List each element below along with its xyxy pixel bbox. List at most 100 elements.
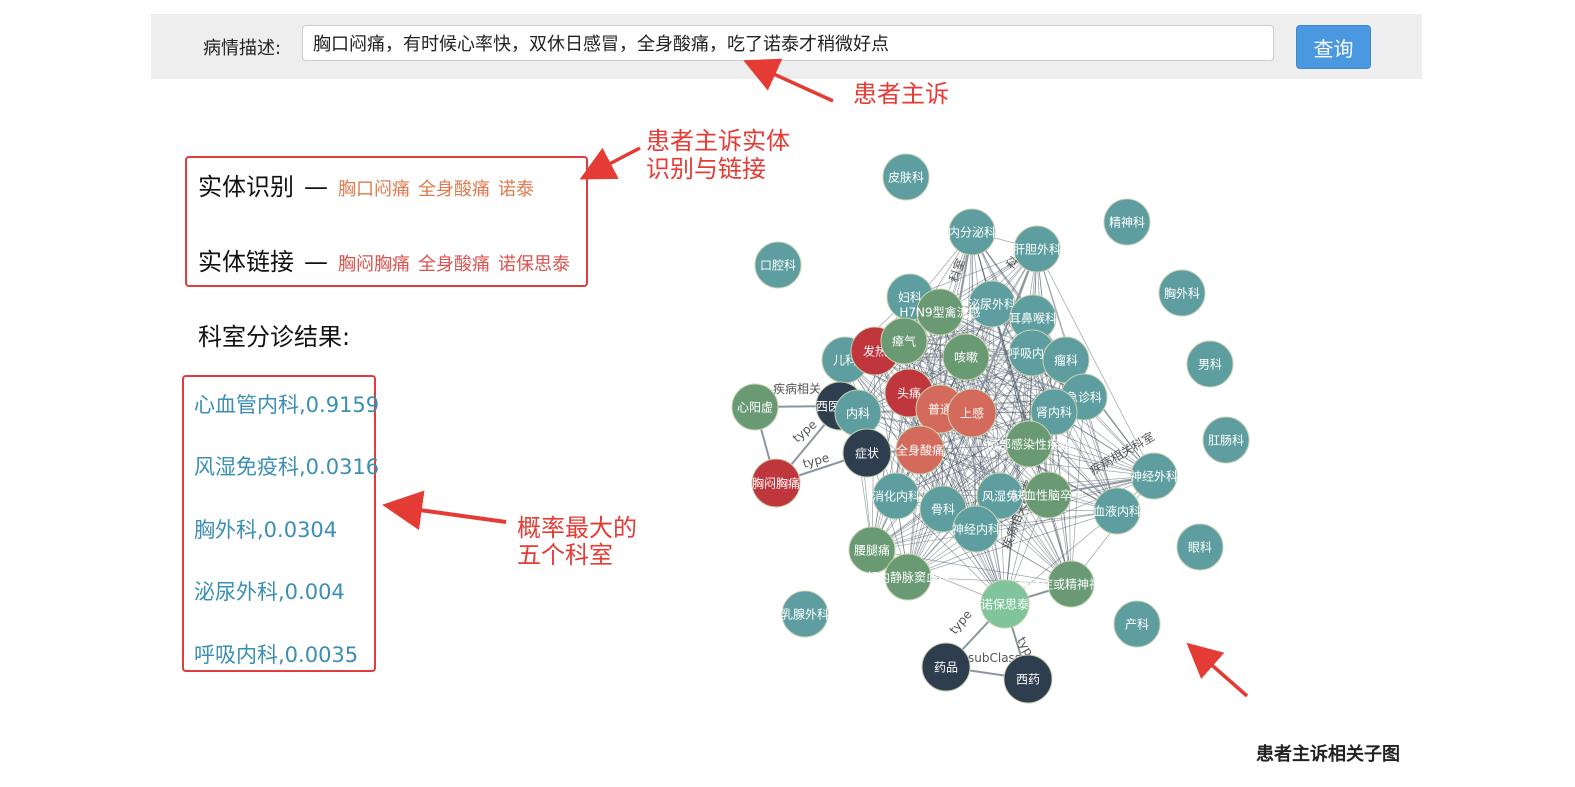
- graph-node-label: 血液内科: [1093, 504, 1141, 519]
- graph-node[interactable]: 肾内科: [1030, 388, 1078, 436]
- hub-edge: [874, 350, 1155, 477]
- graph-node-label: 神经内科: [952, 523, 1000, 537]
- graph-node[interactable]: 瘤科: [1042, 336, 1090, 384]
- recognition-term: 全身酸痛: [418, 179, 490, 200]
- graph-node-label: 泌尿外科: [968, 298, 1016, 312]
- triage-result: 风湿免疫科,0.0316: [194, 455, 380, 479]
- graph-node[interactable]: 颅内静脉窦血栓: [866, 553, 950, 601]
- graph-nodes: 皮肤科内分泌科精神科肝胆外科口腔科胸外科妇科泌尿外科H7N9型禽流感耳鼻喉科男科…: [731, 153, 1250, 704]
- graph-node[interactable]: 症状: [842, 428, 892, 478]
- hub-edge: [871, 392, 910, 551]
- graph-node-label: 风湿免: [982, 489, 1018, 504]
- hub-edge: [874, 350, 909, 578]
- graph-node-circle: [781, 590, 829, 638]
- graph-node[interactable]: 内分泌科: [948, 208, 996, 256]
- graph-node-circle: [947, 388, 997, 438]
- graph-node-circle: [882, 153, 930, 201]
- graph-node-label: 儿科: [833, 354, 857, 368]
- graph-node-label: 眼科: [1188, 541, 1212, 555]
- recognition-label: 实体识别: [198, 173, 294, 201]
- graph-node-label: 颅内静脉窦血栓: [866, 570, 950, 585]
- graph-node[interactable]: 诺保思泰: [980, 579, 1030, 629]
- graph-node[interactable]: 泌尿外科: [968, 280, 1016, 328]
- graph-node[interactable]: 胸闷胸痛: [751, 458, 801, 508]
- graph-node[interactable]: 神经症或精神神经症: [1017, 560, 1125, 608]
- graph-node[interactable]: 肛肠科: [1202, 416, 1250, 464]
- graph-node-circle: [1003, 654, 1053, 704]
- graph-node[interactable]: 肝胆外科: [1013, 225, 1061, 273]
- graph-node[interactable]: 咳嗽: [942, 333, 990, 381]
- graph-node[interactable]: 肺部感染性疾病: [987, 420, 1071, 468]
- graph-node-label: H7N9型禽流感: [899, 305, 980, 320]
- graph-node[interactable]: 神经外科: [1130, 452, 1178, 500]
- graph-node[interactable]: 消化内科: [872, 472, 920, 520]
- graph-node-label: 产科: [1125, 618, 1149, 632]
- graph-node-label: 症状: [855, 446, 879, 461]
- graph-node[interactable]: 西药: [1003, 654, 1053, 704]
- hub-edge: [1036, 248, 1155, 477]
- graph-node[interactable]: 瘴气: [880, 317, 928, 365]
- graph-node-circle: [1158, 269, 1206, 317]
- graph-node[interactable]: 眼科: [1176, 523, 1224, 571]
- linking-label: 实体链接: [198, 248, 294, 276]
- graph-node-circle: [952, 505, 1000, 553]
- symptom-input[interactable]: [302, 25, 1274, 61]
- graph-node-circle: [1047, 560, 1095, 608]
- hub-edge: [991, 303, 1001, 497]
- edge-label: type: [947, 607, 975, 637]
- graph-node[interactable]: 乳腺外科: [781, 590, 829, 638]
- hub-edge: [999, 248, 1038, 497]
- graph-node[interactable]: 全身酸痛: [895, 425, 945, 475]
- graph-node-circle: [848, 526, 896, 574]
- graph-node-label: 耳鼻喉科: [1009, 311, 1057, 326]
- graph-node[interactable]: H7N9型禽流感: [899, 288, 981, 336]
- graph-node[interactable]: 胸外科: [1158, 269, 1206, 317]
- graph-node[interactable]: 腰腿痛: [848, 526, 896, 574]
- linking-term: 全身酸痛: [418, 254, 490, 275]
- graph-node-circle: [1130, 452, 1178, 500]
- graph-node[interactable]: 心阳虚: [731, 383, 779, 431]
- hub-edge: [939, 311, 1055, 413]
- graph-node[interactable]: 男科: [1186, 340, 1234, 388]
- graph-node[interactable]: 神经内科: [952, 505, 1000, 553]
- recognition-term: 胸口闷痛: [338, 179, 410, 200]
- graph-node[interactable]: 口腔科: [754, 241, 802, 289]
- graph-node[interactable]: 内科: [834, 389, 882, 437]
- graph-node[interactable]: 血液内科: [1093, 487, 1141, 535]
- query-bar: 病情描述: 查询: [151, 14, 1422, 79]
- edge-label: type: [801, 450, 831, 470]
- graph-node-label: 肾内科: [1036, 406, 1072, 420]
- graph-node-label: 西药: [1016, 673, 1040, 687]
- graph-node-circle: [1030, 388, 1078, 436]
- graph-node-circle: [751, 458, 801, 508]
- graph-node[interactable]: 药品: [921, 642, 971, 692]
- graph-node-circle: [921, 642, 971, 692]
- graph-node-label: 腰腿痛: [854, 543, 890, 558]
- graph-node-label: 肝胆外科: [1013, 243, 1061, 257]
- graph-node-circle: [880, 317, 928, 365]
- triage-title: 科室分诊结果:: [198, 323, 351, 351]
- edge-label: 疾病相关: [773, 381, 821, 396]
- graph-node-label: 乳腺外科: [781, 608, 829, 622]
- query-button[interactable]: 查询: [1296, 25, 1371, 69]
- graph-node[interactable]: 缺血性脑卒中: [1012, 471, 1084, 519]
- graph-node-label: 咳嗽: [954, 351, 978, 365]
- graph-node-label: 肛肠科: [1208, 434, 1244, 448]
- graph-node[interactable]: 耳鼻喉科: [1009, 294, 1057, 342]
- graph-node[interactable]: 产科: [1113, 600, 1161, 648]
- graph-edge: [971, 248, 1038, 414]
- graph-node-label: 瘴气: [892, 334, 916, 349]
- graph-node-circle: [980, 579, 1030, 629]
- graph-node-label: 普通: [928, 403, 952, 417]
- graph-node[interactable]: 风湿免: [976, 472, 1024, 520]
- graph-node[interactable]: 皮肤科: [882, 153, 930, 201]
- hub-edge: [1004, 352, 1033, 605]
- graph-node-label: 肺部感染性疾病: [987, 437, 1071, 452]
- graph-node[interactable]: 上感: [947, 388, 997, 438]
- graph-node[interactable]: 精神科: [1103, 198, 1151, 246]
- graph-node-circle: [976, 472, 1024, 520]
- graph-node-label: 精神科: [1109, 216, 1145, 230]
- graph-node-circle: [948, 208, 996, 256]
- triage-result: 心血管内科,0.9159: [194, 393, 380, 417]
